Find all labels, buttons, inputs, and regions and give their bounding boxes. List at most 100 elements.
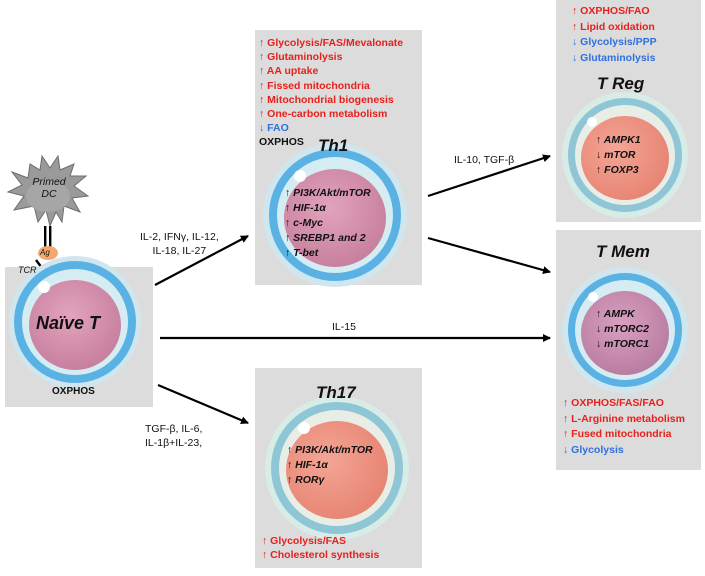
cytokines-to-treg: IL-10, TGF-β [454,154,515,166]
marker-item: ↑ T-bet [285,246,371,261]
marker-arrow: ↑ [596,308,602,320]
cytokine-line: IL-1β+IL-23, [145,437,203,449]
cytokines-to-th17: TGF-β, IL-6, IL-1β+IL-23, [145,422,202,450]
marker-arrow: ↑ [285,247,291,259]
th17-metabolism-list: ↑ Glycolysis/FAS ↑ Cholesterol synthesis [262,534,379,562]
th1-metabolism-item: ↑ Mitochondrial biogenesis [259,93,403,107]
marker-text: mTORC2 [604,323,649,335]
marker-item: ↑ AMPK [596,307,649,322]
marker-text: PI3K/Akt/mTOR [295,444,373,456]
th1-metabolism-item: ↑ Glutaminolysis [259,50,403,64]
metabolism-text: Cholesterol synthesis [270,549,380,562]
marker-text: c-Myc [293,217,323,229]
naive-metabolism-label: OXPHOS [52,386,95,397]
arrow-naive-to-th17 [157,383,249,425]
marker-item: ↓ mTORC1 [596,337,649,352]
metabolism-arrow: ↑ [262,549,268,562]
metabolism-arrow: ↑ [259,51,265,64]
metabolism-arrow: ↑ [563,412,569,425]
cytokine-line: TGF-β, IL-6, [145,423,203,435]
metabolism-arrow: ↑ [259,93,265,106]
marker-item: ↑ c-Myc [285,216,371,231]
cytokines-to-tmem: IL-15 [332,321,356,333]
metabolism-arrow: ↓ [572,36,578,48]
marker-text: RORγ [295,474,325,486]
marker-text: FOXP3 [604,164,639,176]
marker-arrow: ↑ [287,444,293,456]
th17-metabolism-item: ↑ Cholesterol synthesis [262,548,379,562]
tcr-bar-left [44,226,47,248]
marker-arrow: ↑ [287,459,293,471]
primed-dc-line-2: DC [41,188,57,200]
metabolism-text: Glycolysis/FAS/Mevalonate [267,37,404,49]
marker-text: T-bet [293,247,319,259]
treg-markers: ↑ AMPK1 ↓ mTOR ↑ FOXP3 [596,133,641,178]
naive-t-title: Naïve T [36,313,101,333]
marker-item: ↓ mTOR [596,148,641,163]
marker-arrow: ↑ [596,134,602,146]
marker-item: ↑ RORγ [287,473,373,488]
antigen-blob [38,246,58,260]
th17-title: Th17 [316,383,356,402]
th1-metabolism-item: ↑ Fissed mitochondria [259,79,403,93]
marker-text: HIF-1α [293,202,326,214]
marker-item: ↑ PI3K/Akt/mTOR [285,186,371,201]
th1-metabolism-item: ↓ FAO [259,121,403,135]
marker-item: ↑ FOXP3 [596,163,641,178]
metabolism-text: OXPHOS/FAS/FAO [571,397,664,409]
marker-arrow: ↑ [285,187,291,199]
marker-arrow: ↓ [596,323,602,335]
naive-t-cell [9,256,141,388]
treg-metabolism-item: ↑ OXPHOS/FAO [572,4,657,20]
cytokine-line: IL-2, IFNγ, IL-12, [140,231,219,243]
th1-metabolism-item: ↑ Glycolysis/FAS/Mevalonate [259,36,403,50]
arrow-th1-to-tmem [427,236,551,274]
tmem-metabolism-item: ↑ Fused mitochondria [563,427,685,443]
metabolism-text: Glutaminolysis [580,51,656,64]
marker-arrow: ↑ [285,202,291,214]
primed-dc-line-1: Primed [32,176,66,188]
tmem-title: T Mem [596,242,650,261]
metabolism-arrow: ↑ [259,108,265,121]
treg-metabolism-list: ↑ OXPHOS/FAO ↑ Lipid oxidation ↓ Glycoly… [572,4,657,66]
metabolism-text: Lipid oxidation [580,20,655,33]
metabolism-arrow: ↑ [572,5,578,17]
marker-text: PI3K/Akt/mTOR [293,187,371,199]
tmem-metabolism-list: ↑ OXPHOS/FAS/FAO ↑ L-Arginine metabolism… [563,396,685,458]
metabolism-text: OXPHOS/FAO [580,5,650,17]
metabolism-text: Glycolysis/PPP [580,36,657,48]
tcr-label: TCR [18,265,37,275]
metabolism-arrow: ↑ [259,79,265,92]
marker-text: SREBP1 and 2 [293,232,366,244]
metabolism-arrow: ↑ [259,65,265,78]
metabolism-arrow: ↓ [572,51,578,64]
marker-arrow: ↓ [596,338,602,350]
tmem-metabolism-item: ↑ OXPHOS/FAS/FAO [563,396,685,412]
metabolism-text: Fissed mitochondria [267,79,370,92]
marker-arrow: ↑ [285,217,291,229]
marker-item: ↑ HIF-1α [287,458,373,473]
tmem-markers: ↑ AMPK ↓ mTORC2 ↓ mTORC1 [596,307,649,352]
th17-cell [265,396,409,540]
metabolism-text: FAO [267,122,289,135]
arrow-th1-to-treg [427,154,551,198]
th1-metabolism-list: ↑ Glycolysis/FAS/Mevalonate ↑ Glutaminol… [259,36,403,150]
marker-item: ↑ AMPK1 [596,133,641,148]
cytokine-line: IL-18, IL-27 [152,245,207,257]
treg-cell [562,92,688,218]
th17-metabolism-item: ↑ Glycolysis/FAS [262,534,379,548]
marker-item: ↓ mTORC2 [596,322,649,337]
primed-dc-shape [6,154,90,228]
marker-text: HIF-1α [295,459,328,471]
cytokines-to-th1: IL-2, IFNγ, IL-12, IL-18, IL-27 [140,230,219,258]
marker-item: ↑ HIF-1α [285,201,371,216]
metabolism-text: Mitochondrial biogenesis [267,93,394,106]
marker-arrow: ↑ [287,474,293,486]
metabolism-text: Glycolysis [571,443,624,456]
treg-title: T Reg [597,74,645,93]
th1-metabolism-item: ↑ AA uptake [259,64,403,78]
metabolism-arrow: ↑ [572,20,578,33]
metabolism-arrow: ↓ [259,122,265,135]
marker-arrow: ↑ [285,232,291,244]
